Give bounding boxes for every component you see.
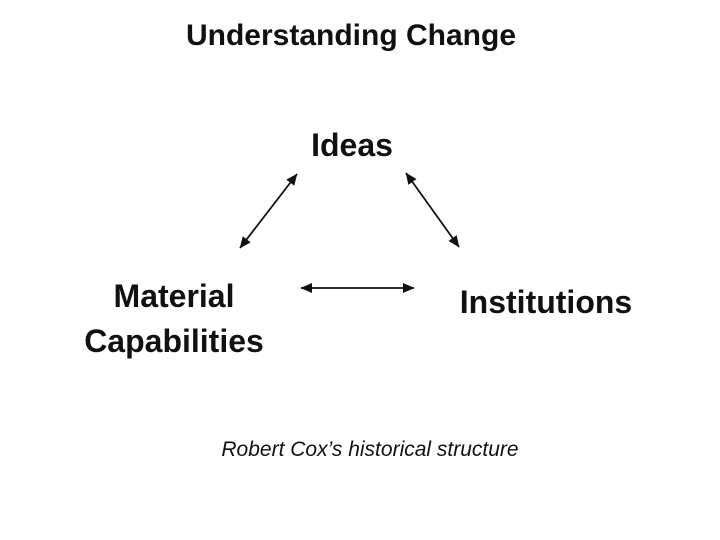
slide-title: Understanding Change (185, 19, 516, 52)
arrow-ideas-institutions-icon (405, 172, 460, 248)
node-institutions: Institutions (459, 284, 633, 320)
node-material-capabilities: Material Capabilities (84, 278, 264, 359)
caption: Robert Cox’s historical structure (221, 438, 519, 461)
arrow-ideas-material-icon (239, 173, 298, 249)
node-ideas: Ideas (311, 127, 393, 163)
